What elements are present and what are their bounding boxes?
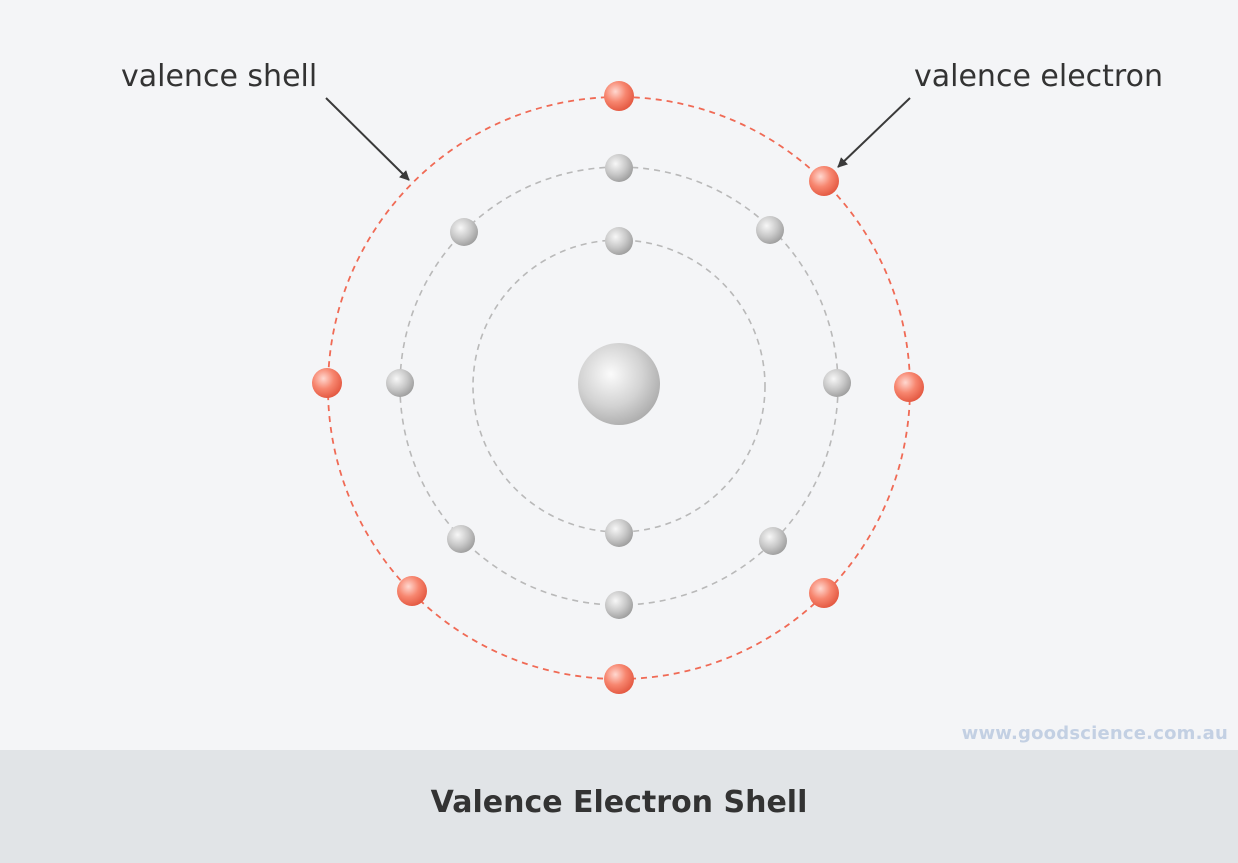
inner-electron [605,519,633,547]
valence-electron-arrow [837,97,911,168]
valence-electron [397,576,427,606]
middle-electron [605,591,633,619]
middle-electron [823,369,851,397]
middle-electron [605,154,633,182]
valence-shell-label: valence shell [121,59,318,94]
diagram-caption: Valence Electron Shell [430,785,808,820]
valence-electron [894,372,924,402]
middle-electron [759,527,787,555]
valence-shell-arrow [325,97,410,181]
watermark-text: www.goodscience.com.au [961,723,1228,744]
valence-electron-label: valence electron [914,59,1163,94]
caption-bar: Valence Electron Shell [0,750,1238,863]
valence-electron [604,664,634,694]
middle-electron [386,369,414,397]
middle-electron [450,218,478,246]
middle-electron [447,525,475,553]
valence-electron [604,81,634,111]
nucleus [578,343,660,425]
middle-electron [756,216,784,244]
inner-electron [605,227,633,255]
valence-electron [312,368,342,398]
valence-electron [809,578,839,608]
atom-diagram [312,81,924,694]
valence-electron [809,166,839,196]
